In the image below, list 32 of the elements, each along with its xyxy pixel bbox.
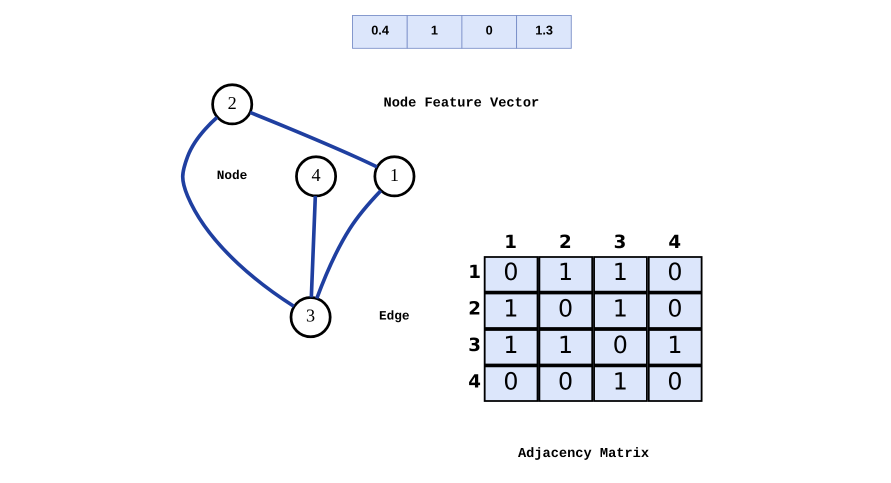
label: 0 xyxy=(485,22,492,38)
label: 1 xyxy=(430,22,438,38)
label: 1 xyxy=(612,294,628,323)
label: 1 xyxy=(504,232,516,253)
label: 1.3 xyxy=(534,22,552,38)
label: Node Feature Vector xyxy=(383,96,539,112)
label: 0 xyxy=(502,258,518,286)
label: 1 xyxy=(558,330,573,359)
label: 0 xyxy=(558,367,573,396)
label: 2 xyxy=(558,232,572,253)
label: 1 xyxy=(558,258,573,286)
label: Adjacency Matrix xyxy=(517,447,649,462)
label: 3 xyxy=(468,334,480,356)
label: Node xyxy=(216,168,247,183)
label: Edge xyxy=(378,308,410,324)
label: 1 xyxy=(502,294,518,323)
label: 0 xyxy=(558,294,573,323)
label: 4 xyxy=(668,232,681,253)
label: 0.4 xyxy=(370,22,388,38)
label: 1 xyxy=(612,367,628,396)
label: 0 xyxy=(502,367,518,396)
label: 4 xyxy=(468,371,480,392)
label: 1 xyxy=(666,330,682,359)
label: 0 xyxy=(612,330,628,359)
label: 1 xyxy=(468,262,480,283)
label: 1 xyxy=(612,258,628,286)
label: 0 xyxy=(666,258,682,286)
label: 3 xyxy=(613,232,626,253)
label: 1 xyxy=(502,330,518,359)
label: 0 xyxy=(666,367,682,396)
label: 2 xyxy=(468,298,480,320)
label: 0 xyxy=(666,294,682,323)
